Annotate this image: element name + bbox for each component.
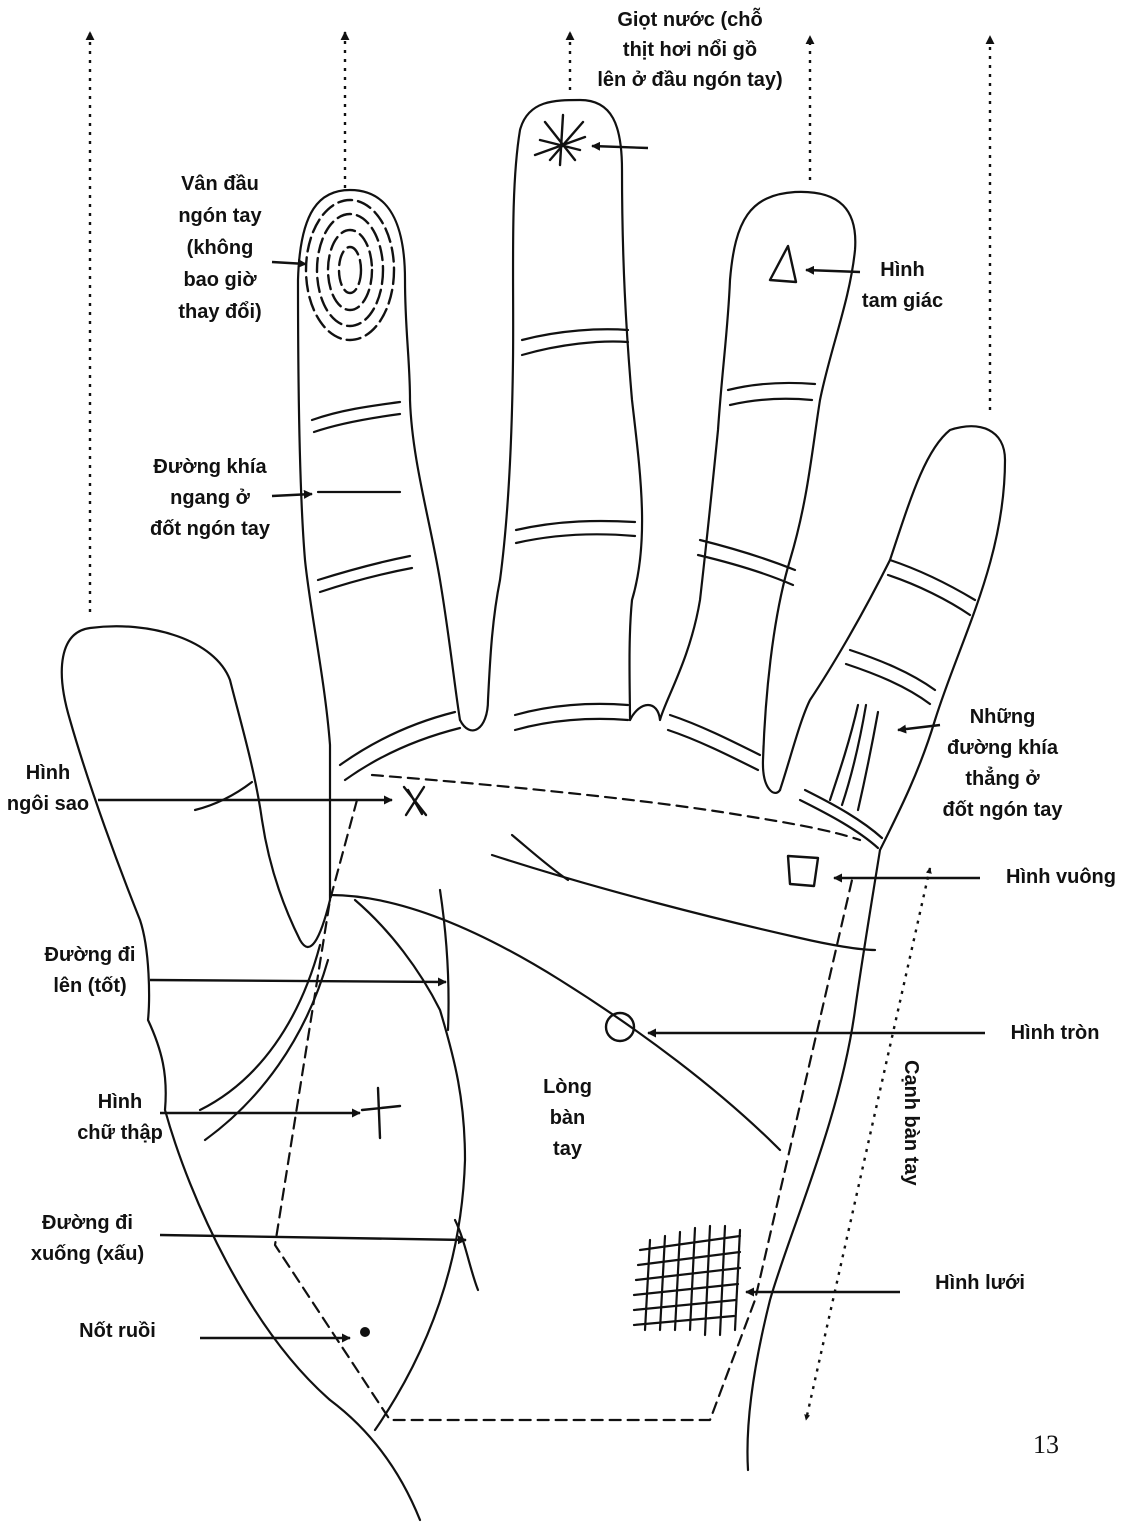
label-khia-ngang: Đường khía ngang ở đốt ngón tay	[125, 452, 295, 545]
label-ngoi-sao: Hình ngôi sao	[0, 758, 96, 820]
label-khia-thang: Những đường khía thẳng ở đốt ngón tay	[915, 702, 1090, 826]
label-giot-nuoc: Giọt nước (chỗ thịt hơi nổi gồ lên ở đầu…	[575, 5, 805, 95]
label-not-ruoi: Nốt ruồi	[55, 1316, 180, 1347]
label-duong-di-xuong: Đường đi xuống (xấu)	[10, 1208, 165, 1270]
label-duong-di-len: Đường đi lên (tốt)	[25, 940, 155, 1002]
label-hinh-tron: Hình tròn	[990, 1018, 1120, 1049]
ring-finger-outline	[630, 192, 855, 793]
label-long-ban-tay: Lòng bàn tay	[515, 1072, 620, 1165]
palm-edge-outline	[747, 850, 880, 1470]
thumb-outline	[62, 626, 420, 1520]
label-tam-giac: Hình tam giác	[840, 255, 965, 317]
label-hinh-vuong: Hình vuông	[988, 862, 1134, 893]
page-number: 13	[1033, 1430, 1059, 1460]
label-chu-thap: Hình chữ thập	[55, 1087, 185, 1149]
middle-finger-outline	[460, 100, 642, 730]
label-canh-ban-tay: Cạnh bàn tay	[899, 1060, 922, 1186]
label-hinh-luoi: Hình lưới	[915, 1268, 1045, 1299]
label-van-dau: Vân đầu ngón tay (không bao giờ thay đổi…	[150, 168, 290, 328]
